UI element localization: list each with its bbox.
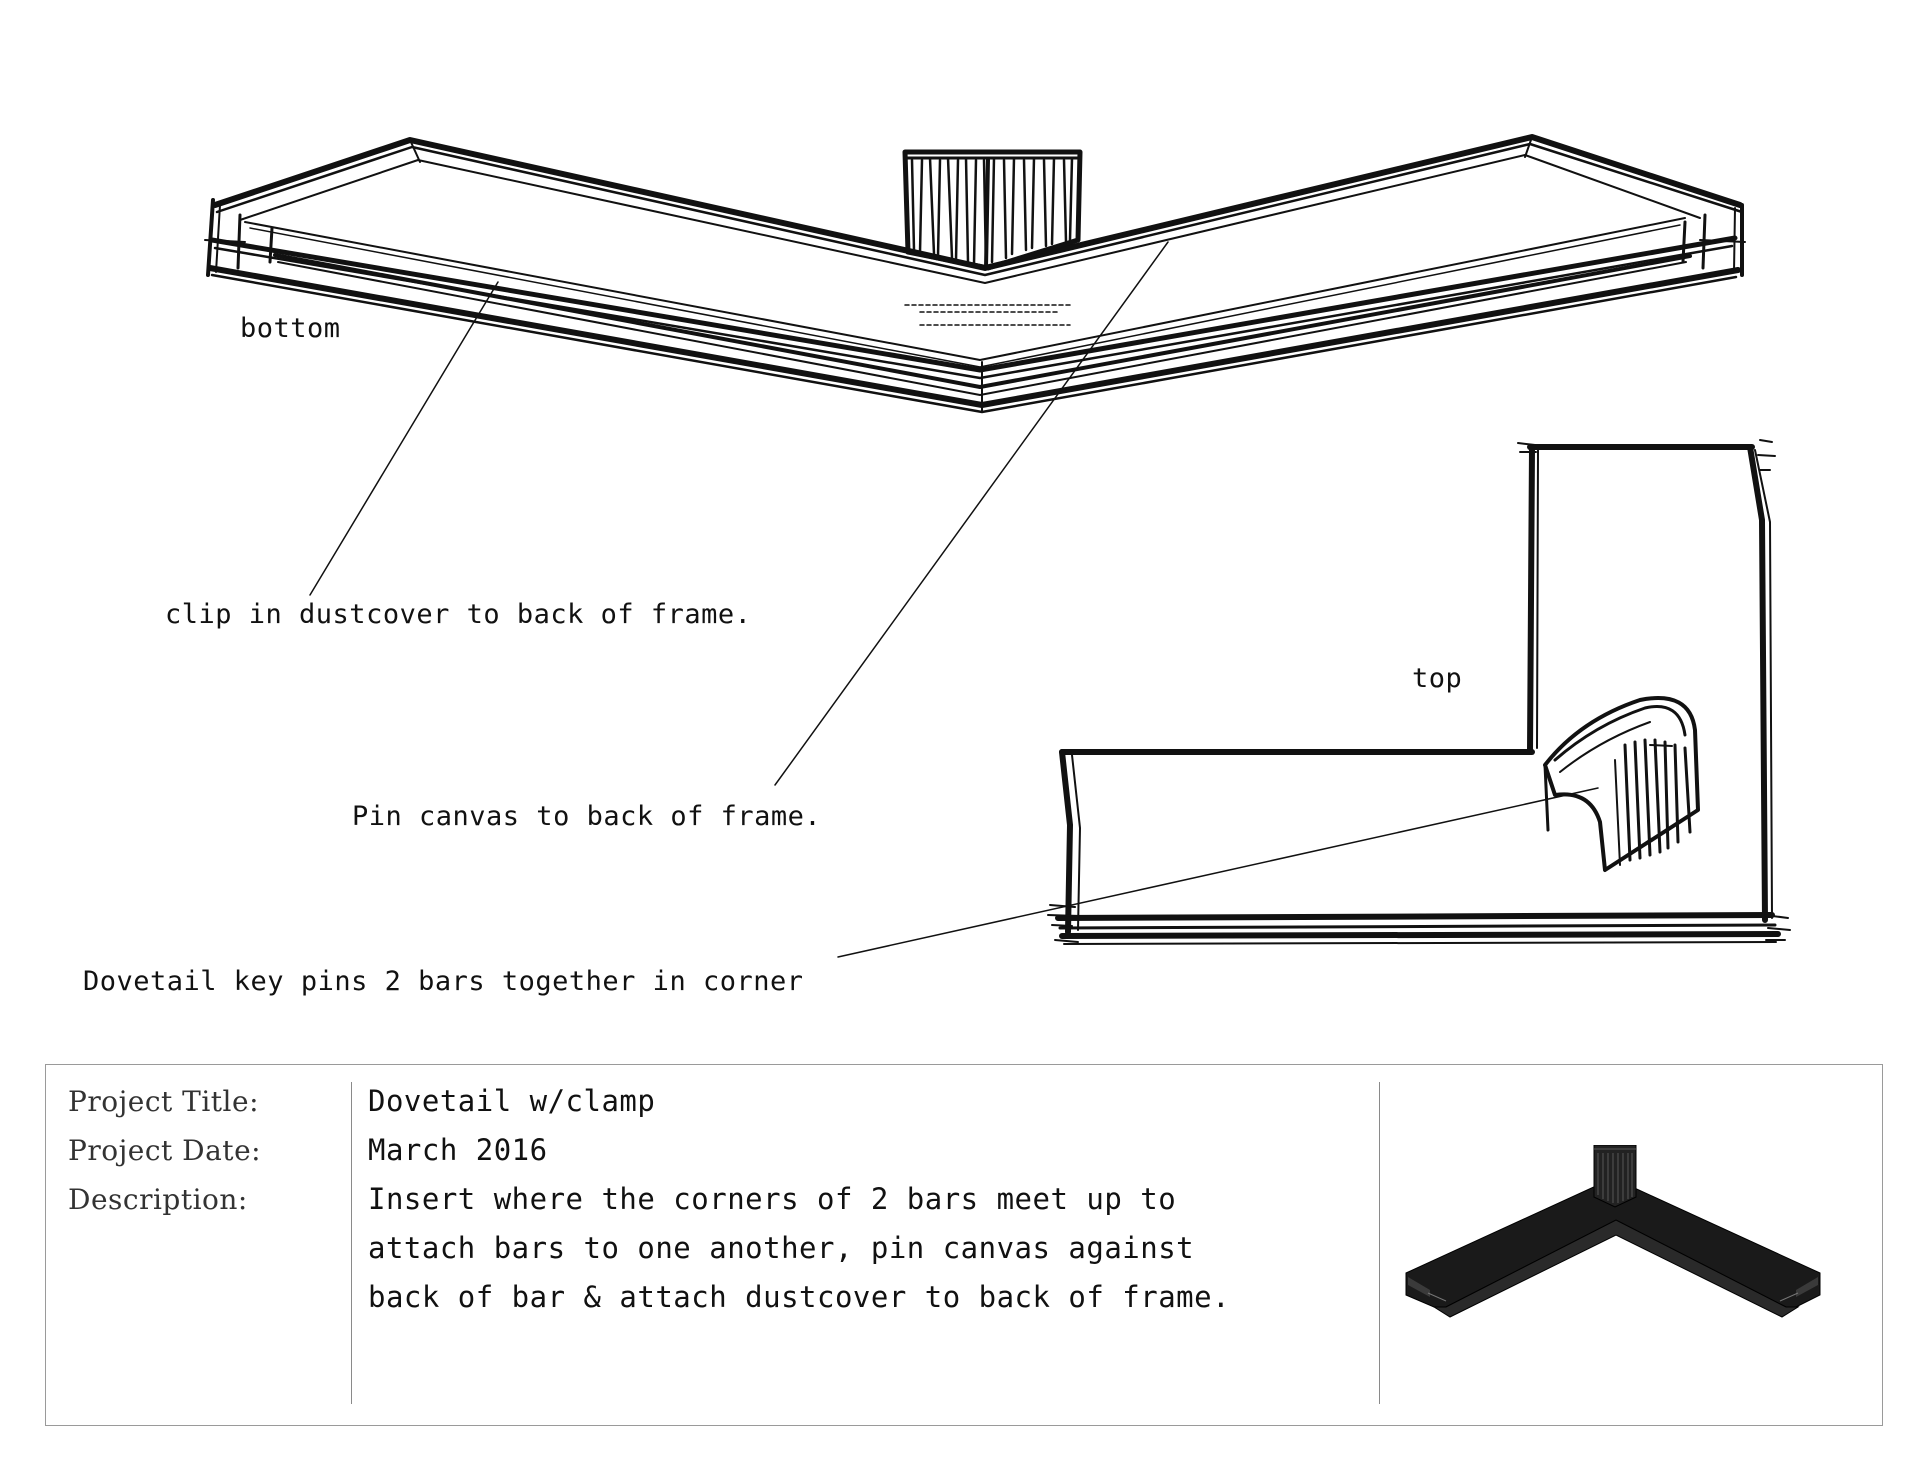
thumbnail-frame-corner (1405, 1145, 1821, 1318)
project-date-value: March 2016 (368, 1133, 548, 1167)
dovetail-clamp-sketch (1543, 696, 1700, 872)
pin-canvas-note: Pin canvas to back of frame. (352, 801, 822, 832)
clip-note-leader (309, 281, 499, 596)
dovetail-key-block (902, 149, 1083, 271)
frame-corner-thumbnail (1405, 1145, 1821, 1318)
description-line: Insert where the corners of 2 bars meet … (368, 1182, 1177, 1216)
column-divider-left (351, 1082, 352, 1404)
description-line: attach bars to one another, pin canvas a… (368, 1231, 1195, 1265)
frame-sketch-diagram (204, 134, 1791, 958)
column-divider-right (1379, 1082, 1380, 1404)
description-value: Insert where the corners of 2 bars meet … (368, 1175, 1368, 1322)
hidden-key-marks (904, 304, 1071, 326)
project-title-value: Dovetail w/clamp (368, 1084, 656, 1118)
project-date-label: Project Date: (68, 1134, 262, 1167)
description-label: Description: (68, 1183, 248, 1216)
description-line: back of bar & attach dustcover to back o… (368, 1280, 1231, 1314)
project-title-label: Project Title: (68, 1085, 260, 1118)
leader-lines (309, 241, 1599, 958)
field-values-column: Dovetail w/clamp March 2016 Insert where… (368, 1077, 1368, 1322)
bottom-view-frame (204, 134, 1746, 414)
dovetail-key-note: Dovetail key pins 2 bars together in cor… (83, 966, 804, 997)
pin-note-leader (774, 241, 1169, 786)
bottom-view-label: bottom (240, 313, 341, 344)
clip-dustcover-note: clip in dustcover to back of frame. (165, 599, 752, 630)
project-info-panel: Project Title: Project Date: Description… (45, 1064, 1883, 1426)
top-view-label: top (1412, 663, 1463, 694)
dovetail-note-leader (837, 787, 1599, 958)
field-labels-column: Project Title: Project Date: Description… (68, 1077, 348, 1224)
top-view-frame (1047, 439, 1791, 945)
